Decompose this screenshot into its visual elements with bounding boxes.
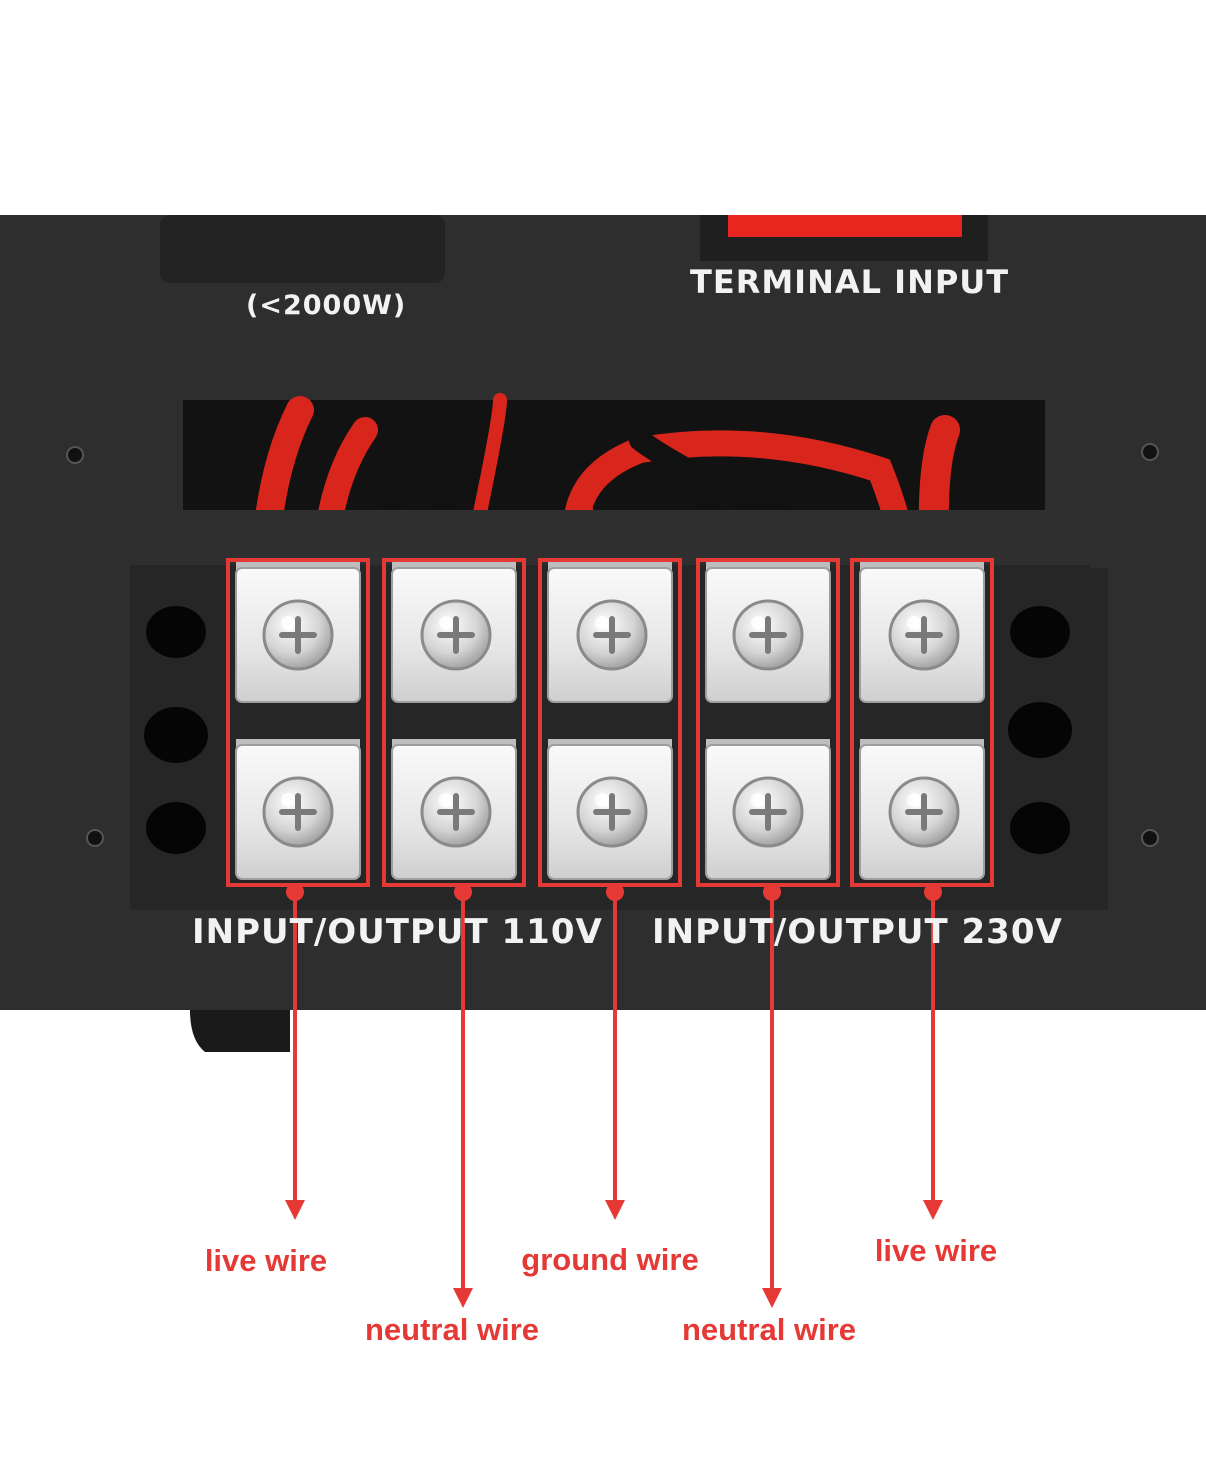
- terminal-3-1: [547, 562, 673, 703]
- callout-label-1: live wire: [204, 1243, 328, 1278]
- mounting-screws: [66, 443, 1159, 847]
- callout-arrows: [285, 883, 943, 1308]
- terminal-5-1: [859, 562, 985, 703]
- callout-arrow-3: [605, 883, 625, 1220]
- foot: [190, 1010, 290, 1052]
- group-110v-label: INPUT/OUTPUT 110V: [192, 912, 603, 952]
- terminal-4-1: [705, 562, 831, 703]
- callout-label-2: neutral wire: [365, 1312, 539, 1347]
- callout-label-3: ground wire: [521, 1242, 699, 1277]
- callout-arrow-4: [762, 883, 782, 1308]
- terminal-2-2: [391, 739, 517, 880]
- panel-top-recess: [160, 215, 445, 283]
- block-top-strip: [130, 510, 1090, 565]
- power-rating-label: (<2000W): [246, 290, 407, 321]
- terminal-screws: [235, 562, 985, 880]
- highlight-box-5: [850, 558, 994, 887]
- terminal-input-label: TERMINAL INPUT: [690, 263, 1010, 301]
- terminal-5-2: [859, 739, 985, 880]
- callout-arrow-1: [285, 883, 305, 1220]
- terminal-4-2: [705, 739, 831, 880]
- callout-label-5: live wire: [874, 1233, 998, 1268]
- highlight-box-2: [382, 558, 526, 887]
- group-230v-label: INPUT/OUTPUT 230V: [652, 912, 1063, 952]
- terminal-2-1: [391, 562, 517, 703]
- callout-label-4: neutral wire: [682, 1312, 856, 1347]
- terminal-1-1: [235, 562, 361, 703]
- red-switch: [728, 215, 962, 237]
- terminal-1-2: [235, 739, 361, 880]
- terminal-3-2: [547, 739, 673, 880]
- callout-arrow-2: [453, 883, 473, 1308]
- callout-arrow-5: [923, 883, 943, 1220]
- side-holes: [144, 606, 1072, 854]
